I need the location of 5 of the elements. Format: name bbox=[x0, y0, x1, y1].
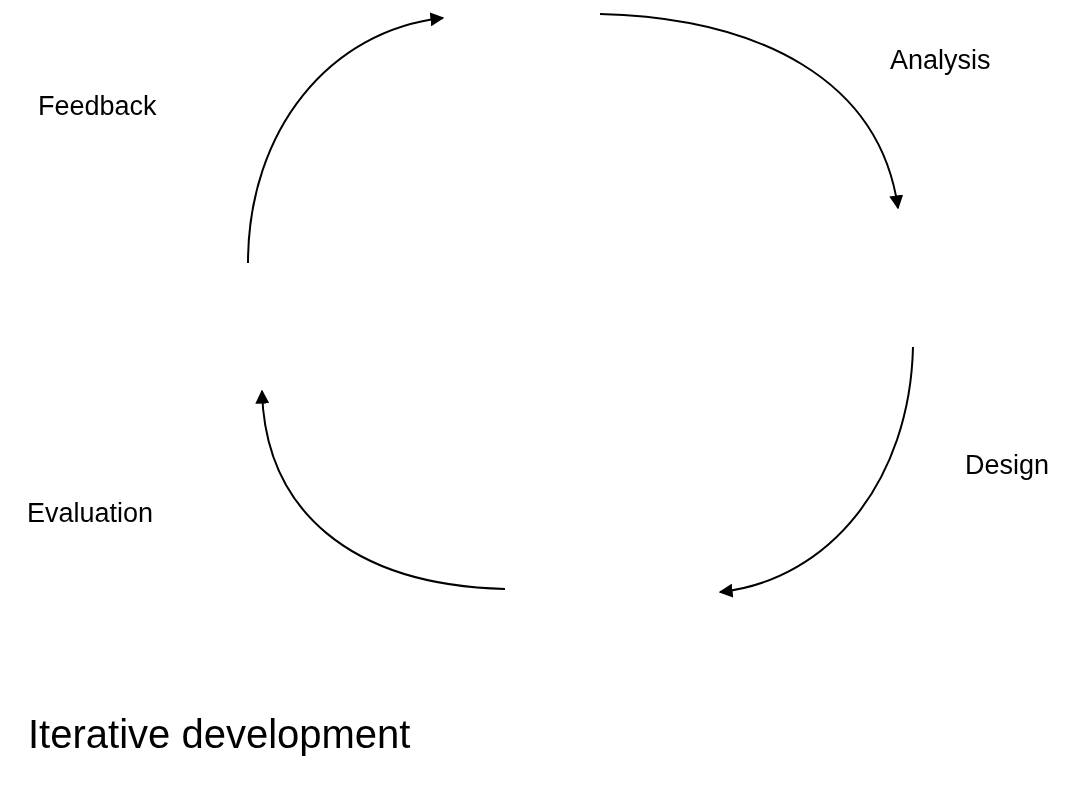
caption: Iterative development bbox=[28, 712, 411, 757]
stage-label: Analysis bbox=[890, 45, 991, 76]
stage-label: Feedback bbox=[38, 91, 157, 122]
stage-label: Design bbox=[965, 450, 1050, 481]
stage-label: Evaluation bbox=[27, 498, 154, 529]
